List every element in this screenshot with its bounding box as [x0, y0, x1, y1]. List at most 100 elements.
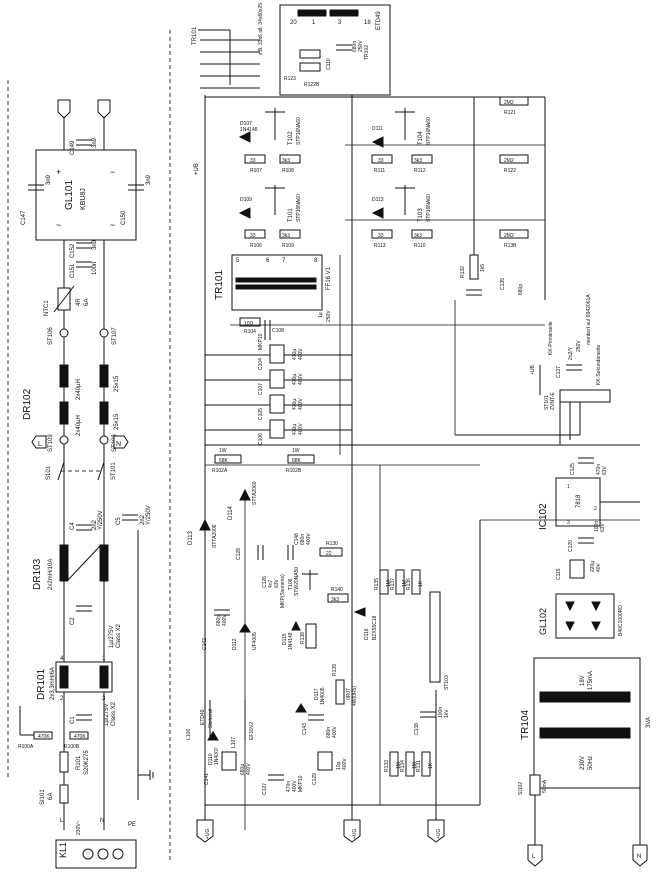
gl102-ref: GL102: [538, 608, 548, 635]
c126-type: MKP(Siemens): [280, 574, 286, 608]
r137-body: [395, 569, 405, 595]
c106-ref: C106: [258, 433, 264, 445]
c106-rating: 400V: [298, 423, 304, 435]
c129-value: 10µ: [336, 761, 342, 770]
mosfet-stage-t103: T103 STP16NA60 D113 33 R113 3k3 R110: [371, 185, 433, 249]
interconnect-wires: [204, 97, 640, 830]
t101-ref: T101: [288, 208, 294, 222]
r102b-ref: R102B: [286, 468, 302, 474]
mosfet-stage-t102: T102 STP16NA60 D107 1N4148 33 R107 3k3 R…: [238, 108, 302, 174]
mains-filter-section: GL101 KBU8J + ~ − ~ C147 3n9 C150 3n9 C1…: [7, 30, 171, 869]
dr102-core-right-top: [99, 364, 109, 388]
r107-value: 33: [250, 158, 256, 164]
kk-secondary-label: KK-Sekundärseite: [596, 344, 602, 385]
dr101-ref: DR101: [36, 668, 47, 700]
c1-value: 1µ/275V: [104, 704, 110, 726]
st103-ref: ST103: [444, 675, 450, 690]
c142-ref: C142: [202, 638, 208, 650]
r136-ref: R136: [406, 578, 412, 590]
d115-diode: [291, 620, 301, 631]
c120-value: 100n: [594, 521, 600, 532]
kl1-pin-label-n: N: [100, 818, 104, 824]
gl101-value: KBU8J: [80, 188, 87, 210]
kl1-pin-n: [97, 848, 109, 860]
ntc1-value-a: 4R: [76, 298, 82, 306]
c148-ref: C148: [294, 533, 300, 545]
net-L-tag: [31, 435, 47, 449]
r100a-ref: R100A: [18, 744, 34, 750]
dr102-value-b: 2x40µH: [76, 415, 82, 436]
c1-class: Class X2: [111, 701, 117, 726]
r121-value: 2M2: [504, 100, 514, 106]
r113-ref: R113: [374, 243, 386, 249]
d107-type: 1N4148: [240, 127, 258, 133]
r132-body: [469, 254, 479, 280]
r122-ref: R122: [504, 168, 516, 174]
c107-body: [269, 369, 285, 389]
tr102-pin-3: 3: [338, 20, 342, 26]
st108-terminal: [99, 435, 109, 445]
c110-ref: C110: [326, 58, 332, 70]
c142-rating: 400V: [222, 614, 228, 626]
d114-diode: [239, 488, 251, 501]
kl1-terminal-block: [55, 839, 137, 869]
c2-class: Class X2: [116, 623, 122, 648]
ug-tag-b: [343, 819, 361, 843]
r131-body: [421, 751, 431, 777]
c5-value: 2n2: [140, 514, 146, 525]
ic102-box: [555, 477, 601, 527]
r108-value: 3k3: [282, 158, 290, 164]
l107-ref: L107: [231, 737, 237, 748]
c105-value: 470µ: [292, 399, 298, 410]
st101-ref: ST101: [111, 462, 117, 480]
r134-value: 1M: [412, 762, 418, 769]
r135-value: 1M: [386, 580, 392, 587]
c127-type: MKP10: [298, 775, 304, 792]
r122b-ref: R122B: [304, 82, 320, 88]
aux-supply-section: C125 470n 63V IC102 7818 1 2 3 C120 100n…: [352, 402, 652, 867]
tr104-ref: TR104: [520, 710, 531, 740]
t106-type: STW20NA50: [294, 567, 300, 596]
c129-ref: C129: [312, 773, 318, 785]
c104-body: [269, 344, 285, 364]
c148-value: 680n: [300, 534, 306, 545]
tr101-ref: TR101: [214, 270, 225, 300]
half-bridge-section: 20 1 3 18 ETD49 TR102 z.B. 33x6 alt. 34x…: [192, 3, 611, 820]
net-N-tag: [113, 435, 129, 449]
c108-rating: 250V: [326, 310, 332, 322]
st103-connector: [429, 591, 441, 683]
r135-ref: R135: [374, 578, 380, 590]
d110-ref: D110: [208, 753, 214, 765]
c105-rating: 400V: [298, 398, 304, 410]
c137-note: montiert auf 9942061A: [586, 294, 592, 345]
c5-ref: C5: [116, 517, 122, 525]
d114-ref: D114: [228, 505, 234, 520]
st10x-sub: ZVNT-E: [550, 392, 556, 410]
c110-value: 680n: [352, 41, 358, 52]
c2-value: 1µ/275V: [109, 626, 115, 648]
r109-ref: R109: [282, 243, 294, 249]
c127-rating: 400V: [292, 780, 298, 792]
r121-body: [499, 96, 529, 106]
r130-body: [319, 547, 343, 557]
d112-type: UF4005: [252, 632, 258, 650]
ug-tag-a-text: +UG: [205, 828, 211, 839]
s101-contact-N: [97, 461, 105, 481]
c143-ref: C143: [302, 723, 308, 735]
si101-ref: SI101: [40, 789, 46, 805]
d116-type: BZX55C18: [372, 615, 378, 640]
c141-rating: 400V: [246, 763, 252, 775]
r102a-body: [214, 454, 242, 464]
r134-body: [405, 751, 415, 777]
c150-ref: C150: [121, 210, 127, 225]
c138-ref: C138: [414, 723, 420, 735]
tr102-note: z.B. 33x6 alt. 34x80x25: [258, 3, 264, 55]
kl1-pin-pe: [112, 848, 124, 860]
r113-body: [371, 229, 393, 239]
tr102-pin-18: 18: [364, 20, 371, 26]
r138-ref: R138: [300, 632, 306, 644]
tr104-va: 3VA: [646, 717, 652, 728]
r112-value: 3k3: [414, 158, 422, 164]
c115-ref: C115: [556, 568, 562, 580]
c147-ref: C147: [21, 210, 27, 225]
